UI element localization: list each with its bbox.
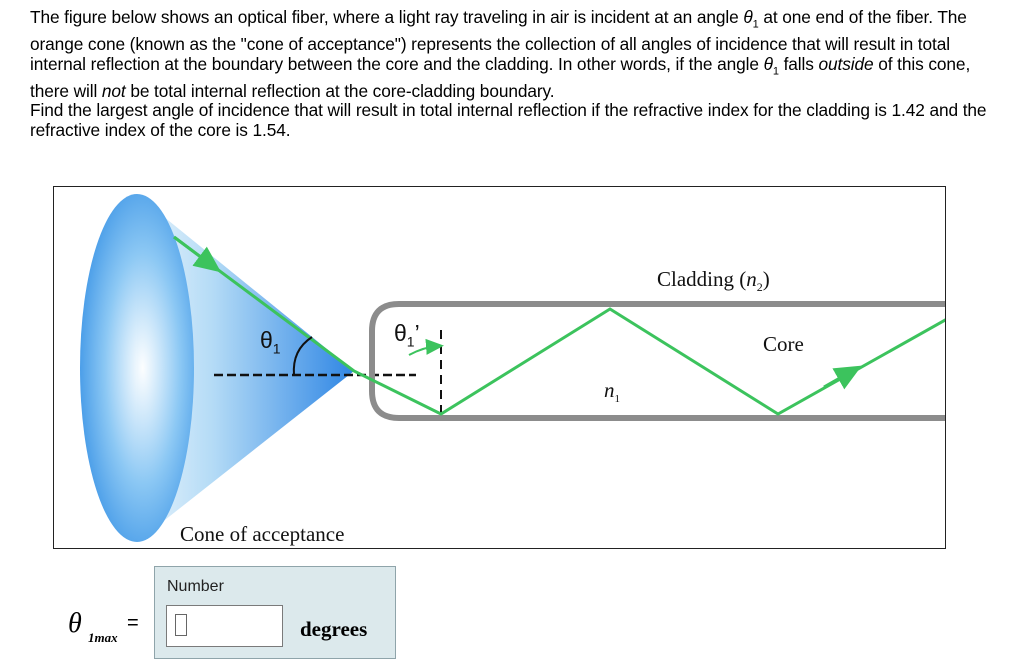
- fiber-outline: [369, 301, 945, 421]
- ray-arrow-in: [173, 235, 222, 273]
- problem-text: be total internal reflection at the core…: [125, 80, 555, 101]
- cone-body: [137, 195, 354, 542]
- answer-panel: Number degrees: [154, 566, 396, 659]
- theta-subscript: 1: [752, 18, 759, 31]
- theta1-label: θ1: [260, 327, 281, 357]
- fiber-diagram: [80, 194, 945, 542]
- theta1-prime-label: θ1’: [394, 320, 420, 350]
- equals-sign: =: [127, 612, 139, 634]
- emphasis-outside: outside: [818, 53, 874, 74]
- problem-text: at one end of the fiber. The orange cone…: [30, 7, 967, 74]
- answer-theta-symbol: θ: [68, 608, 82, 639]
- theta1-prime-arc: [408, 338, 444, 356]
- problem-text: of this cone, there will: [30, 53, 971, 101]
- cladding-label: Cladding (n2): [657, 267, 770, 295]
- input-cursor-icon: [175, 614, 187, 636]
- problem-text: The figure below shows an optical fiber,…: [30, 7, 744, 27]
- problem-text: falls: [778, 53, 819, 74]
- n1-label: n1: [604, 378, 620, 406]
- ray-arrow-out: [823, 365, 862, 390]
- answer-theta-subscript: 1max: [88, 630, 118, 645]
- cone-cap: [80, 194, 194, 542]
- cone-of-acceptance-label: Cone of acceptance: [180, 522, 345, 546]
- units-label: degrees: [300, 617, 368, 641]
- problem-statement: The figure below shows an optical fiber,…: [30, 7, 1005, 140]
- problem-paragraph-2: Find the largest angle of incidence that…: [30, 100, 987, 140]
- theta-symbol: θ: [763, 53, 773, 74]
- emphasis-not: not: [101, 80, 126, 101]
- problem-paragraph-1: The figure below shows an optical fiber,…: [30, 7, 1005, 101]
- light-ray: [173, 235, 945, 416]
- theta1-arc: [292, 336, 313, 376]
- core-label: Core: [763, 332, 804, 356]
- theta-subscript: 1: [772, 65, 779, 78]
- optical-fiber-figure: Cladding (n2) Core n1 θ1 θ1’ Cone of acc…: [53, 186, 946, 549]
- number-label: Number: [167, 578, 224, 595]
- theta-symbol: θ: [743, 7, 753, 27]
